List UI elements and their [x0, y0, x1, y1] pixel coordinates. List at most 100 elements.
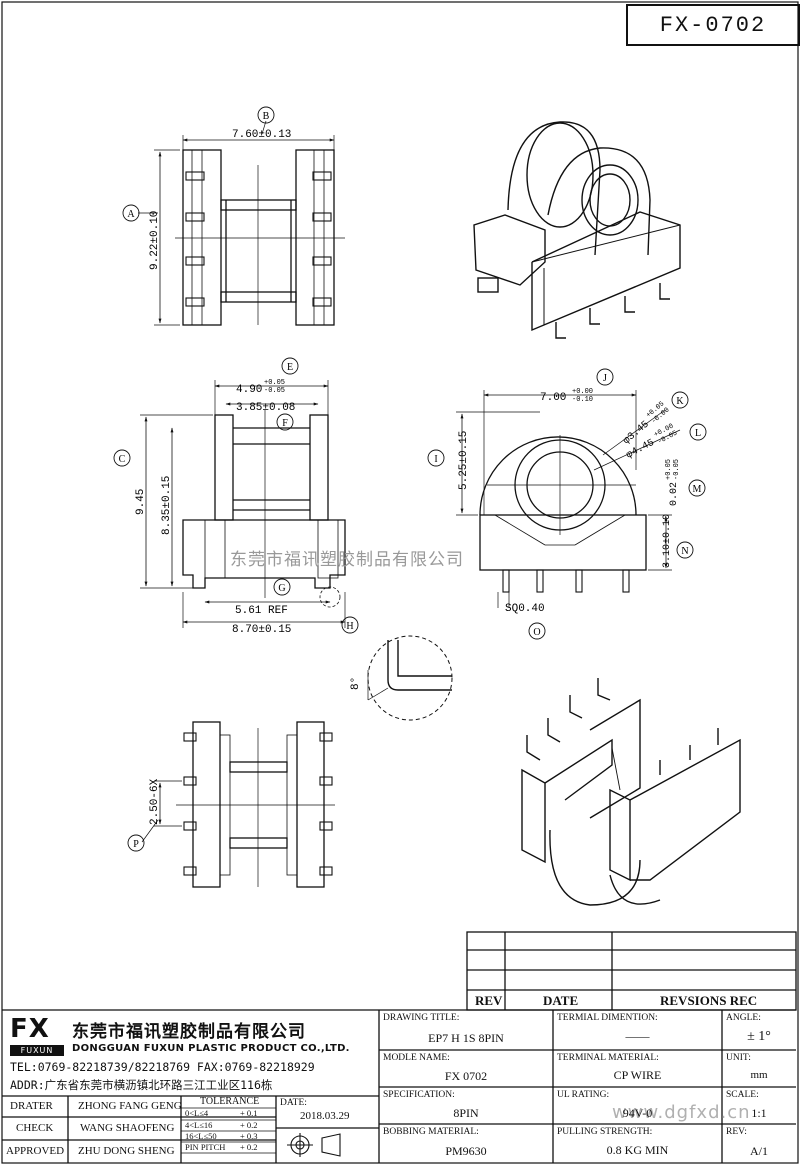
dim-tol-M-upper: +0.05 [665, 459, 673, 480]
dim-tag-B: B [263, 111, 270, 122]
dim-label-A: A 9.22±0.10 [122, 204, 161, 270]
dim-tag-O: O [533, 627, 540, 638]
drawing-title-label: DRAWING TITLE: [383, 1013, 460, 1023]
tolerance-title: TOLERANCE [200, 1096, 260, 1107]
ul-rating-value: 94V-0 [622, 1106, 653, 1120]
watermark-url: www.dgfxd.cn [612, 1102, 751, 1123]
dim-label-K: K φ3.45 +0.05 -0.00 [622, 391, 689, 447]
modle-name-label: MODLE NAME: [383, 1053, 450, 1063]
date-value: 2018.03.29 [300, 1110, 350, 1122]
detail-view [367, 635, 453, 721]
drater-label: DRATER [10, 1100, 53, 1112]
dim-label-P: P 2.50-6X [127, 778, 161, 852]
bobbing-material-value: PM9630 [445, 1144, 487, 1158]
bottom-view [141, 721, 335, 888]
dim-text-angle: 8° [350, 677, 362, 690]
dim-label-M: M 0.02 +0.05 -0.05 [665, 459, 706, 506]
date-label: DATE: [280, 1098, 307, 1108]
terminal-material-label: TERMINAL MATERIAL: [557, 1053, 659, 1063]
dim-text-C: 9.45 [135, 489, 147, 515]
dim-tag-I: I [434, 454, 437, 465]
company-addr: ADDR:广东省东莞市横沥镇北环路三江工业区116栋 [10, 1078, 273, 1092]
check-label: CHECK [16, 1122, 54, 1134]
dim-text-P: 2.50-6X [149, 778, 161, 825]
dim-tag-A: A [127, 209, 135, 220]
dim-text-N: 3.10±0.10 [662, 514, 673, 568]
projection-symbol-icon [287, 1133, 341, 1157]
dim-label-angle: 8° [350, 677, 362, 690]
dim-label-G: G 5.61 REF [235, 578, 291, 617]
title-block-lines [2, 1009, 796, 1163]
front-view [140, 380, 346, 628]
dim-tag-M: M [693, 484, 702, 495]
dim-text-D: 8.35±0.15 [161, 476, 173, 535]
dim-text-B: 7.60±0.13 [232, 129, 291, 141]
terminal-dimention-value: —— [625, 1029, 650, 1043]
dim-label-F: F 3.85±0.08 [236, 402, 295, 431]
dim-tag-C: C [119, 454, 126, 465]
dim-tol-J-upper: +0.00 [572, 388, 593, 396]
company-name-en: DONGGUAN FUXUN PLASTIC PRODUCT CO.,LTD. [72, 1043, 350, 1054]
dim-text-F: 3.85±0.08 [236, 402, 295, 414]
top-view [138, 120, 345, 326]
dim-label-C: C 9.45 [113, 449, 147, 515]
watermark-company: 东莞市福讯塑胶制品有限公司 [230, 550, 464, 570]
dim-label-O: O SQ0.40 [505, 603, 546, 640]
bobbing-material-label: BOBBING MATERIAL: [383, 1127, 479, 1137]
dim-label-D: 8.35±0.15 [161, 476, 173, 535]
dim-tol-M-lower: -0.05 [673, 459, 681, 480]
dim-tol-J-lower: -0.10 [572, 396, 593, 404]
specification-value: 8PIN [453, 1106, 479, 1120]
dim-text-M: 0.02 [669, 482, 680, 506]
dim-tag-E: E [287, 362, 293, 373]
dim-tag-G: G [278, 583, 285, 594]
rev-value: A/1 [750, 1144, 768, 1158]
pulling-strength-label: PULLING STRENGTH: [557, 1127, 653, 1137]
dim-label-N: N 3.10±0.10 [662, 514, 694, 568]
check-name: WANG SHAOFENG [80, 1122, 175, 1134]
scale-value: 1:1 [751, 1106, 767, 1120]
specification-label: SPECIFICATION: [383, 1090, 455, 1100]
dim-tag-K: K [676, 396, 684, 407]
angle-label: ANGLE: [726, 1013, 761, 1023]
side-view [456, 390, 681, 608]
drawing-number: FX-0702 [626, 4, 800, 46]
date-header: DATE [543, 993, 579, 1008]
dim-text-I: 5.25±0.15 [458, 431, 470, 490]
dim-tag-F: F [282, 418, 288, 429]
company-logo: FX [10, 1014, 50, 1044]
revision-table [466, 931, 797, 1011]
modle-name-value: FX 0702 [444, 1069, 488, 1083]
approved-name: ZHU DONG SHENG [78, 1145, 175, 1157]
angle-value: ± 1° [747, 1029, 771, 1044]
tolerance-value-1: + 0.1 [240, 1108, 258, 1118]
unit-value: mm [750, 1069, 768, 1081]
dim-text-G: 5.61 REF [235, 605, 288, 617]
dim-text-A: 9.22±0.10 [149, 211, 161, 270]
dim-tag-J: J [603, 373, 607, 384]
unit-label: UNIT: [726, 1053, 751, 1063]
dim-tag-N: N [681, 546, 688, 557]
dim-tag-H: H [346, 621, 353, 632]
ul-rating-label: UL RATING: [557, 1090, 610, 1100]
dim-label-E: E 4.90 +0.05 -0.05 [236, 357, 299, 396]
dim-text-J: 7.00 [540, 392, 566, 404]
tolerance-range-4: PIN PITCH [185, 1142, 226, 1152]
tolerance-range-3: 16<L≤50 [185, 1131, 217, 1141]
dim-label-H: H 8.70±0.15 [232, 616, 359, 636]
tolerance-range-2: 4<L≤16 [185, 1120, 213, 1130]
dim-tag-P: P [133, 839, 139, 850]
terminal-material-value: CP WIRE [613, 1068, 662, 1082]
dim-label-J: J 7.00 +0.00 -0.10 [540, 368, 614, 404]
scale-label: SCALE: [726, 1090, 759, 1100]
revisions-header: REVSIONS REC [660, 993, 758, 1008]
tolerance-range-1: 0<L≤4 [185, 1108, 209, 1118]
dim-text-O: SQ0.40 [505, 603, 545, 615]
tolerance-value-4: + 0.2 [240, 1142, 258, 1152]
pulling-strength-value: 0.8 KG MIN [606, 1143, 669, 1157]
isometric-view-bottom [521, 678, 741, 906]
company-tel: TEL:0769-82218739/82218769 FAX:0769-8221… [10, 1060, 315, 1074]
dim-label-B: B 7.60±0.13 [232, 106, 291, 141]
